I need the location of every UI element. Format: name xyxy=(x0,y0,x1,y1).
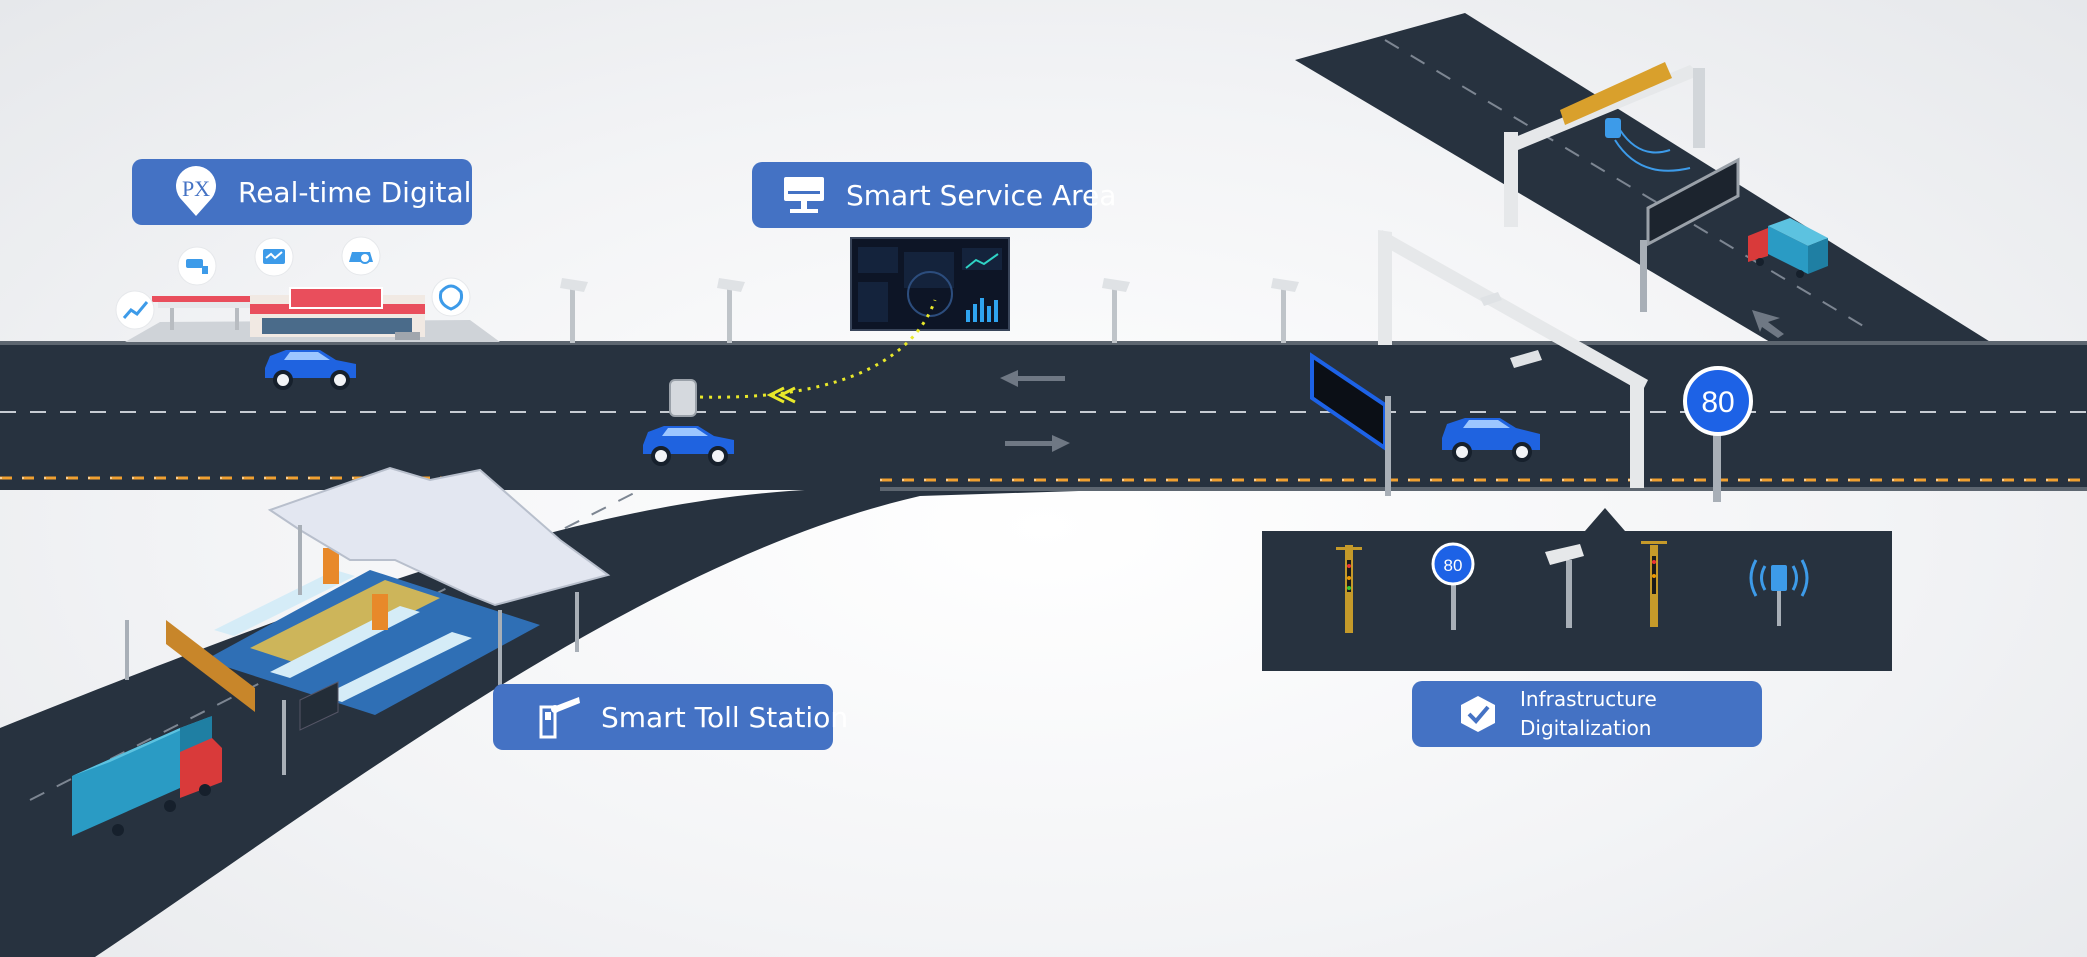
data-flow-arrow xyxy=(699,299,937,399)
logo-text: PX xyxy=(182,176,210,201)
speed-limit-value-small: 80 xyxy=(1444,556,1463,575)
dashboard-screen xyxy=(850,237,1010,331)
check-shield-icon xyxy=(1454,690,1502,738)
truck-lower-left xyxy=(72,716,222,836)
toll-station xyxy=(125,466,611,775)
car-right xyxy=(1442,418,1540,462)
realtime-feature-icons xyxy=(115,236,471,330)
realtime-digital-text: Real-time Digital xyxy=(238,175,472,209)
message-board xyxy=(1310,352,1391,496)
traffic-light-icon-2 xyxy=(1641,541,1667,627)
realtime-digital-label: PX Real-time Digital xyxy=(132,159,472,225)
smart-service-area-label: Smart Service Area xyxy=(752,162,1116,228)
map-pin-logo-icon: PX xyxy=(172,166,220,216)
direction-arrow-right xyxy=(1005,435,1070,452)
direction-arrow-left xyxy=(1000,370,1065,387)
infrastructure-digitalization-label: Infrastructure Digitalization xyxy=(1412,681,1762,747)
upper-right-road xyxy=(1295,13,2000,348)
camera-icon xyxy=(1545,544,1584,628)
smart-service-area-text: Smart Service Area xyxy=(846,178,1117,212)
wireless-sensor-icon xyxy=(1749,559,1809,626)
car-top-left xyxy=(265,350,356,390)
roadside-sensor xyxy=(669,379,697,417)
service-area-building xyxy=(125,287,500,342)
traffic-light-icon xyxy=(1336,545,1362,633)
truck-upper-right xyxy=(1748,218,1828,278)
street-lamps xyxy=(560,278,1299,343)
gantry-lower xyxy=(1378,230,1648,488)
infra-line-1: Infrastructure xyxy=(1520,687,1657,711)
speed-limit-icon xyxy=(1431,542,1475,630)
speed-limit-value: 80 xyxy=(1701,386,1734,419)
infra-line-2: Digitalization xyxy=(1520,716,1652,740)
smart-toll-station-label: Smart Toll Station xyxy=(493,684,848,750)
car-middle xyxy=(643,426,734,466)
smart-toll-station-text: Smart Toll Station xyxy=(601,700,849,734)
monitor-icon xyxy=(780,171,828,219)
gantry-upper xyxy=(1504,62,1740,312)
toll-gate-icon xyxy=(535,693,583,741)
infrastructure-digitalization-text: Infrastructure Digitalization xyxy=(1520,685,1657,743)
speed-limit-sign-main xyxy=(1683,366,1753,502)
